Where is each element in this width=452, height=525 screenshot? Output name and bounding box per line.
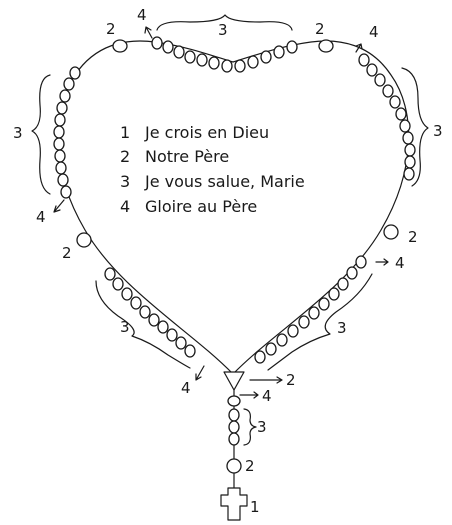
brace-pendant — [244, 409, 256, 445]
brace-left-upper — [32, 75, 50, 194]
label-three: 3 — [120, 318, 130, 336]
label-two: 2 — [106, 20, 116, 38]
decade-right-lower — [255, 256, 366, 363]
bead-our-father — [319, 40, 333, 52]
label-three: 3 — [218, 21, 228, 39]
decade-right-upper — [359, 54, 415, 180]
bead-our-father — [77, 233, 91, 247]
label-four: 4 — [369, 23, 379, 41]
legend-text: Je vous salue, Marie — [144, 172, 305, 191]
label-three: 3 — [13, 124, 23, 142]
label-three: 3 — [433, 122, 443, 140]
rosary-centerpiece — [224, 372, 244, 390]
bead-our-father — [384, 225, 398, 239]
bead-our-father — [227, 459, 241, 473]
legend-text: Je crois en Dieu — [144, 123, 269, 142]
legend-number: 2 — [120, 147, 130, 166]
label-three: 3 — [257, 418, 267, 436]
bead-our-father — [228, 396, 240, 406]
bead-our-father — [113, 40, 127, 52]
cross-icon — [221, 488, 247, 520]
legend-text: Gloire au Père — [145, 197, 257, 216]
label-three: 3 — [337, 319, 347, 337]
legend-number: 3 — [120, 172, 130, 191]
legend-number: 1 — [120, 123, 130, 142]
legend-number: 4 — [120, 197, 130, 216]
label-four: 4 — [395, 254, 405, 272]
legend-text: Notre Père — [145, 147, 229, 166]
brace-right-lower — [268, 274, 372, 370]
label-one: 1 — [250, 498, 260, 516]
label-four: 4 — [262, 387, 272, 405]
label-four: 4 — [36, 208, 46, 226]
label-two: 2 — [245, 457, 255, 475]
label-two: 2 — [62, 244, 72, 262]
label-four: 4 — [137, 6, 147, 24]
label-two: 2 — [315, 20, 325, 38]
label-two: 2 — [286, 371, 296, 389]
decade-top — [152, 37, 297, 72]
legend: 1 Je crois en Dieu 2 Notre Père 3 Je vou… — [120, 123, 305, 216]
decade-left-upper — [54, 67, 80, 198]
pendant — [221, 390, 247, 520]
label-two: 2 — [408, 228, 418, 246]
label-four: 4 — [181, 379, 191, 397]
